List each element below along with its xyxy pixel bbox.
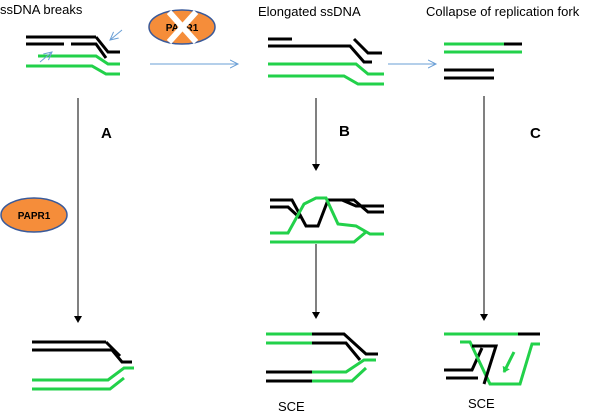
dna-sce-product-c <box>444 332 540 386</box>
sce-label-b: SCE <box>278 399 305 414</box>
step-label-c: C <box>530 125 541 142</box>
sce-label-c: SCE <box>468 396 495 411</box>
dna-fork-repaired <box>32 340 134 391</box>
dna-fork-elongated-ssdna <box>268 37 384 86</box>
papr1-protein: PAPR1 <box>0 197 68 233</box>
dna-holliday-crossover <box>270 196 384 244</box>
step-label-b: B <box>339 123 350 140</box>
dna-collapsed-fork <box>444 42 522 80</box>
papr1-protein-inhibited: PAPR1 <box>148 9 216 45</box>
step-label-a: A <box>101 125 112 142</box>
green-repair-arrow <box>502 351 516 373</box>
dna-sce-product-b <box>266 332 378 383</box>
white-x-cross-icon <box>166 9 199 45</box>
title-collapse-replication-fork: Collapse of replication fork <box>426 4 580 19</box>
title-ssdna-breaks: ssDNA breaks <box>0 2 83 17</box>
papr1-left-label: PAPR1 <box>18 211 51 222</box>
title-elongated-ssdna: Elongated ssDNA <box>258 4 361 19</box>
dna-fork-ssdna-breaks <box>26 29 123 76</box>
